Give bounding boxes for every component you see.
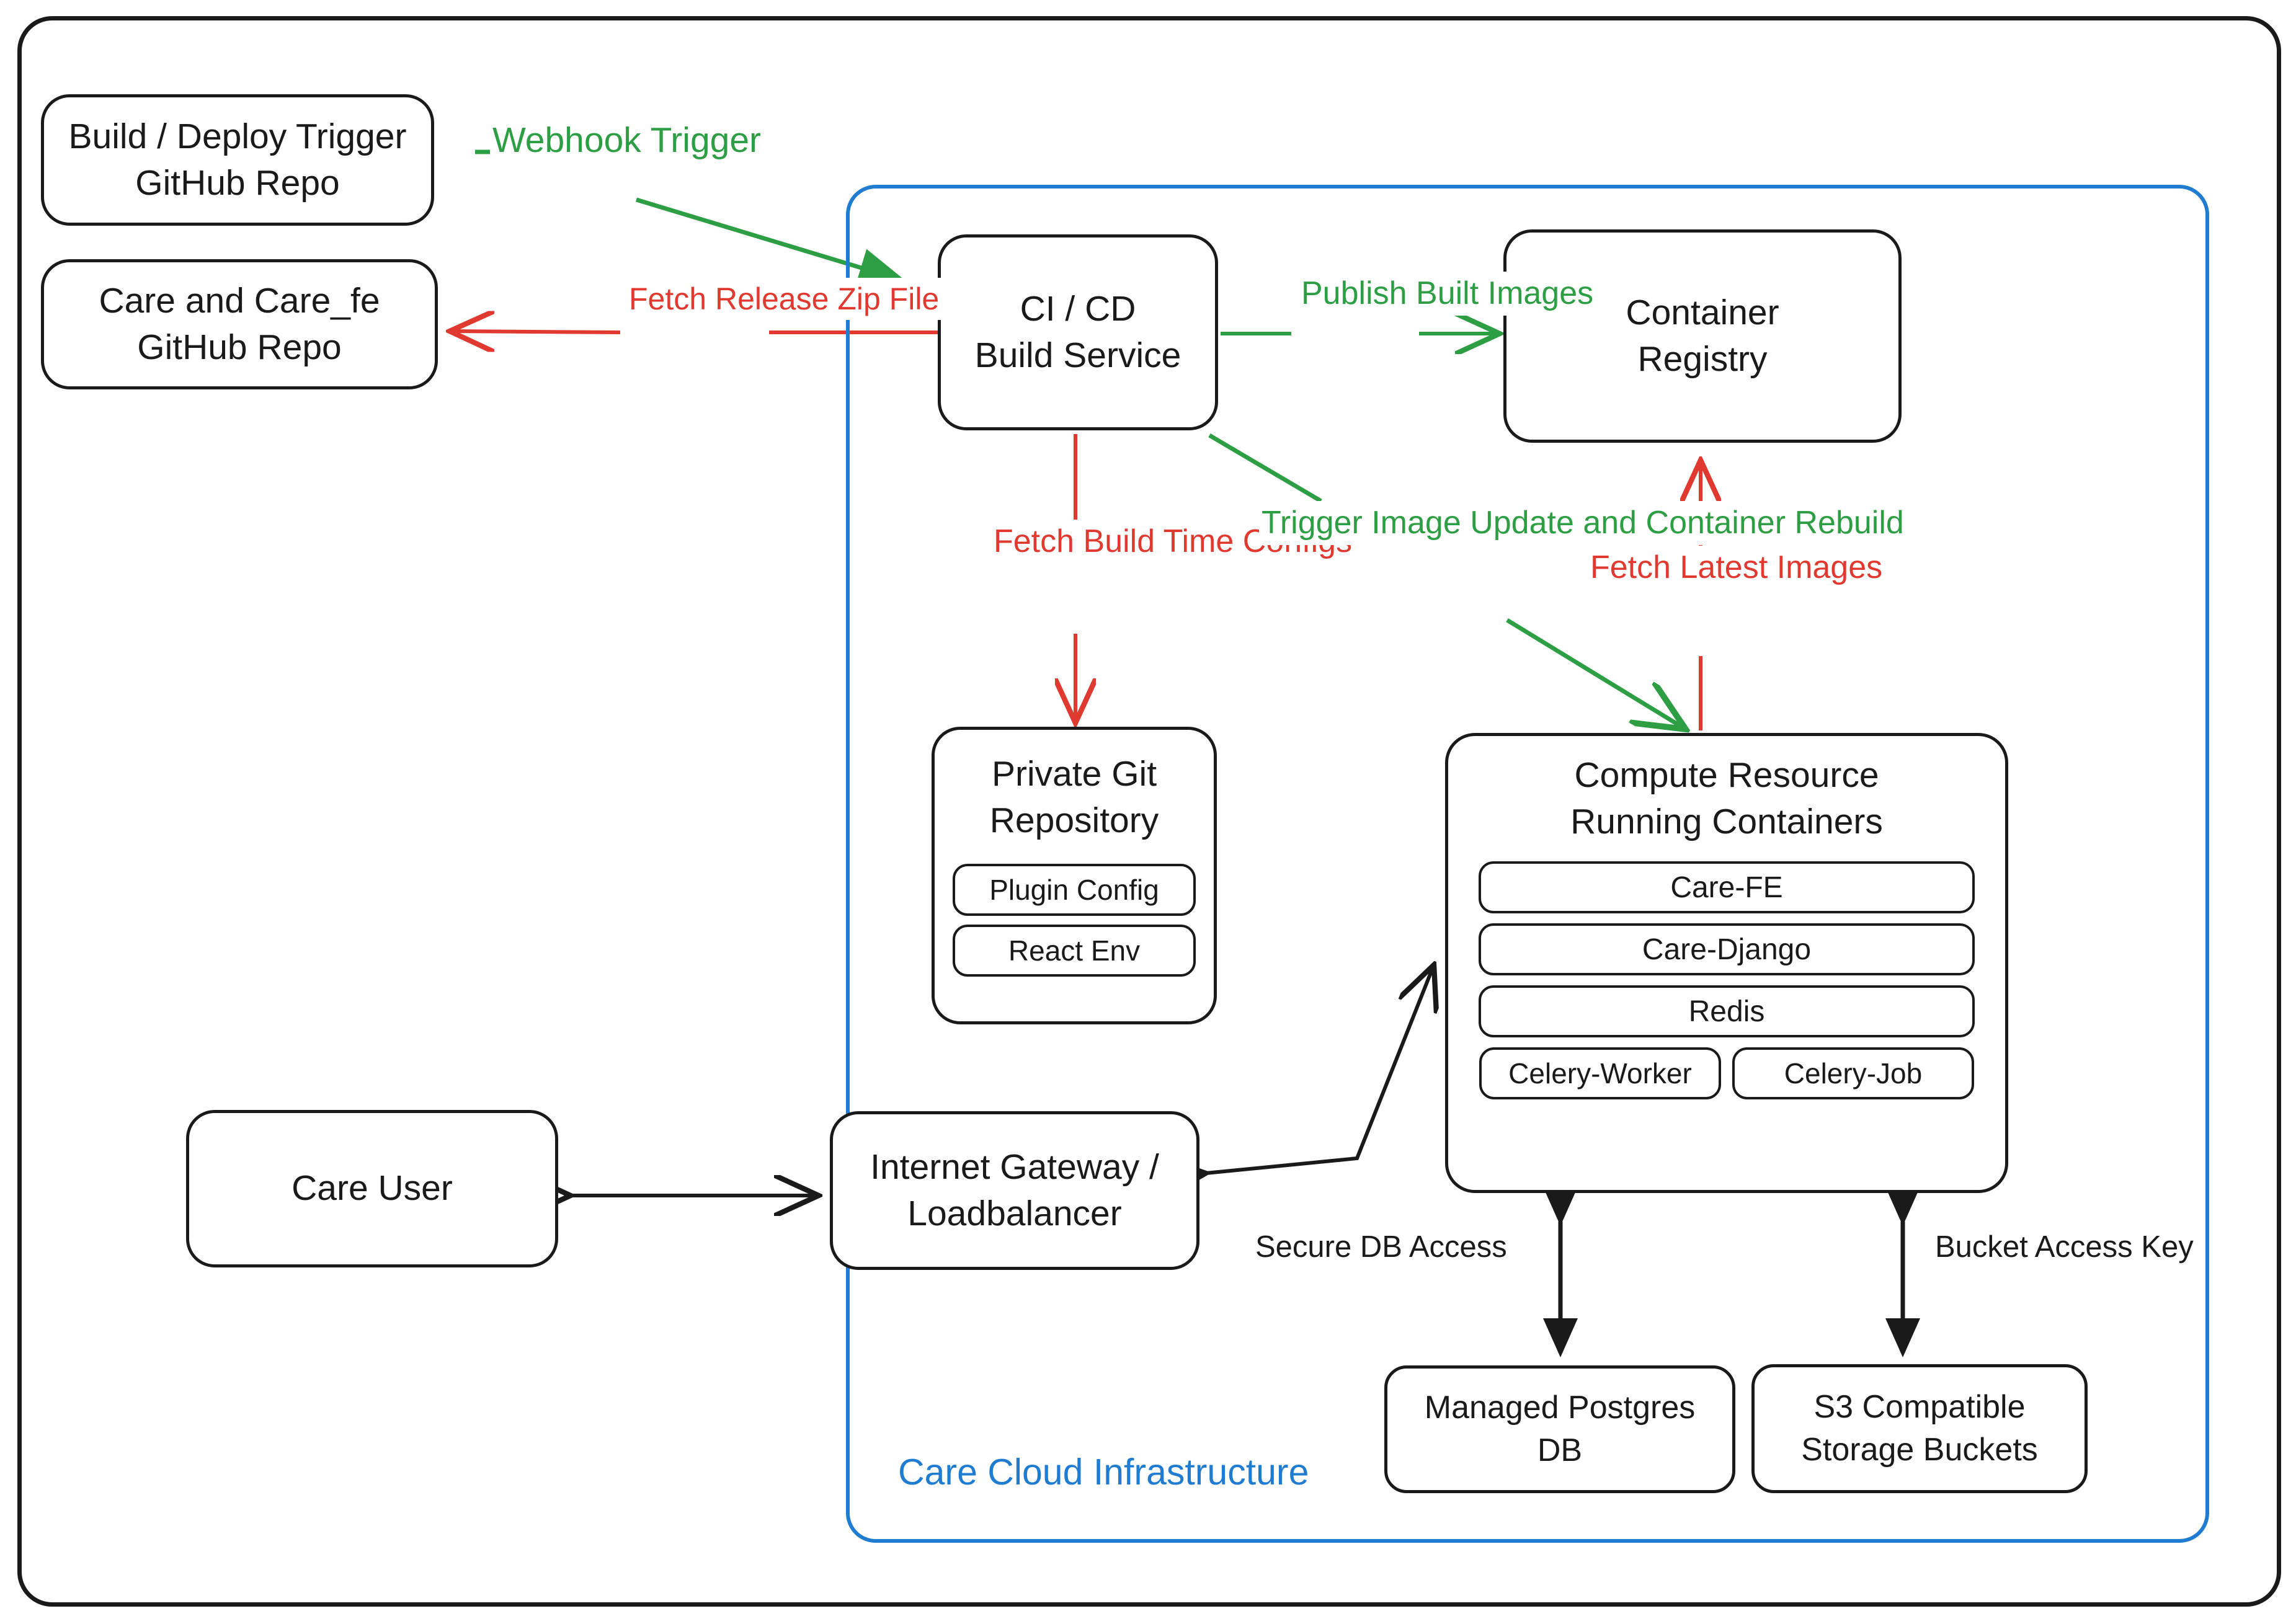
node-label-line2: Storage Buckets: [1801, 1432, 2038, 1468]
node-label-line1: Private Git: [991, 754, 1157, 794]
edge-label-bucket-access-key: Bucket Access Key: [1933, 1227, 2196, 1268]
node-label-line2: GitHub Repo: [137, 327, 342, 367]
node-label-line2: Running Containers: [1570, 802, 1883, 842]
node-title-compute-resource: Compute Resource Running Containers: [1570, 752, 1883, 845]
edge-label-fetch-release-zip: Fetch Release Zip File: [626, 278, 942, 320]
care-cloud-infrastructure-boundary: [846, 185, 2209, 1543]
edge-label-line1: Fetch: [994, 523, 1075, 559]
edge-label-line1: Webhook: [492, 120, 641, 160]
edge-label-line2: and Container Rebuild: [1583, 505, 1904, 541]
edge-label-line1: Secure DB Access: [1255, 1230, 1507, 1264]
container-celery-job[interactable]: Celery-Job: [1732, 1047, 1974, 1100]
node-care-and-care-fe-github-repo[interactable]: Care and Care_fe GitHub Repo: [41, 259, 438, 389]
edge-label-line1: Bucket Access Key: [1935, 1230, 2194, 1264]
node-label-line1: Container: [1626, 292, 1779, 332]
subnode-react-env[interactable]: React Env: [953, 925, 1196, 977]
node-label-line2: Registry: [1637, 339, 1768, 379]
container-row-celery: Celery-Worker Celery-Job: [1479, 1047, 1974, 1100]
care-cloud-infrastructure-label: Care Cloud Infrastructure: [898, 1452, 1309, 1493]
edge-label-line3: Images: [1487, 275, 1594, 311]
edge-label-line2: Release: [714, 282, 829, 316]
edge-label-line2: Latest Images: [1680, 549, 1883, 585]
edge-label-line3: Zip File: [837, 282, 940, 316]
node-label-line2: Build Service: [974, 335, 1181, 375]
edge-label-line2: Built: [1416, 275, 1479, 311]
edge-label-trigger-image-update: Trigger Image Update and Container Rebui…: [1259, 501, 1907, 545]
edge-label-publish-built-images: Publish Built Images: [1299, 272, 1596, 316]
node-label-line2: Repository: [989, 801, 1159, 841]
edge-label-line1: Fetch: [629, 282, 707, 316]
node-label-line2: GitHub Repo: [135, 163, 340, 203]
edge-label-webhook-trigger: Webhook Trigger: [490, 117, 764, 165]
edge-label-secure-db-access: Secure DB Access: [1253, 1227, 1510, 1268]
node-label-line1: CI / CD: [1020, 288, 1136, 329]
node-title-private-git: Private Git Repository: [990, 751, 1159, 844]
node-private-git-repository[interactable]: Private Git Repository Plugin Config Rea…: [932, 727, 1217, 1024]
container-care-fe[interactable]: Care-FE: [1479, 861, 1975, 914]
node-label-line1: Build / Deploy Trigger: [68, 116, 407, 156]
subnode-plugin-config[interactable]: Plugin Config: [953, 864, 1196, 916]
node-label-line2: Loadbalancer: [907, 1194, 1122, 1233]
container-celery-worker[interactable]: Celery-Worker: [1479, 1047, 1721, 1100]
node-label-line1: Internet Gateway /: [870, 1147, 1159, 1187]
node-cicd-build-service[interactable]: CI / CD Build Service: [938, 234, 1218, 430]
node-label-line2: DB: [1537, 1432, 1583, 1468]
node-label-line1: Compute Resource: [1574, 755, 1879, 795]
edge-label-line2: Trigger: [650, 120, 762, 160]
edge-label-line1: Trigger Image Update: [1261, 505, 1574, 541]
edge-label-line1: Fetch: [1590, 549, 1671, 585]
edge-label-fetch-latest-images: Fetch Latest Images: [1588, 546, 1885, 590]
edge-label-line1: Publish: [1301, 275, 1407, 311]
edge-label-line2: Build Time: [1083, 523, 1234, 559]
node-container-registry[interactable]: Container Registry: [1503, 229, 1902, 443]
node-build-deploy-trigger-github-repo[interactable]: Build / Deploy Trigger GitHub Repo: [41, 94, 434, 226]
node-label-line1: Care and Care_fe: [99, 280, 380, 321]
node-compute-resource-running-containers[interactable]: Compute Resource Running Containers Care…: [1445, 733, 2008, 1193]
container-redis[interactable]: Redis: [1479, 985, 1975, 1038]
node-internet-gateway-loadbalancer[interactable]: Internet Gateway / Loadbalancer: [830, 1111, 1199, 1270]
node-care-user[interactable]: Care User: [186, 1110, 558, 1267]
node-s3-compatible-storage-buckets[interactable]: S3 Compatible Storage Buckets: [1751, 1364, 2088, 1493]
outer-frame-border: [17, 16, 2281, 1607]
node-label-line1: Managed Postgres: [1424, 1390, 1696, 1426]
node-label-line1: Care User: [291, 1168, 453, 1209]
node-label-line1: S3 Compatible: [1813, 1389, 2026, 1426]
node-managed-postgres-db[interactable]: Managed Postgres DB: [1384, 1365, 1735, 1493]
container-care-django[interactable]: Care-Django: [1479, 923, 1975, 976]
